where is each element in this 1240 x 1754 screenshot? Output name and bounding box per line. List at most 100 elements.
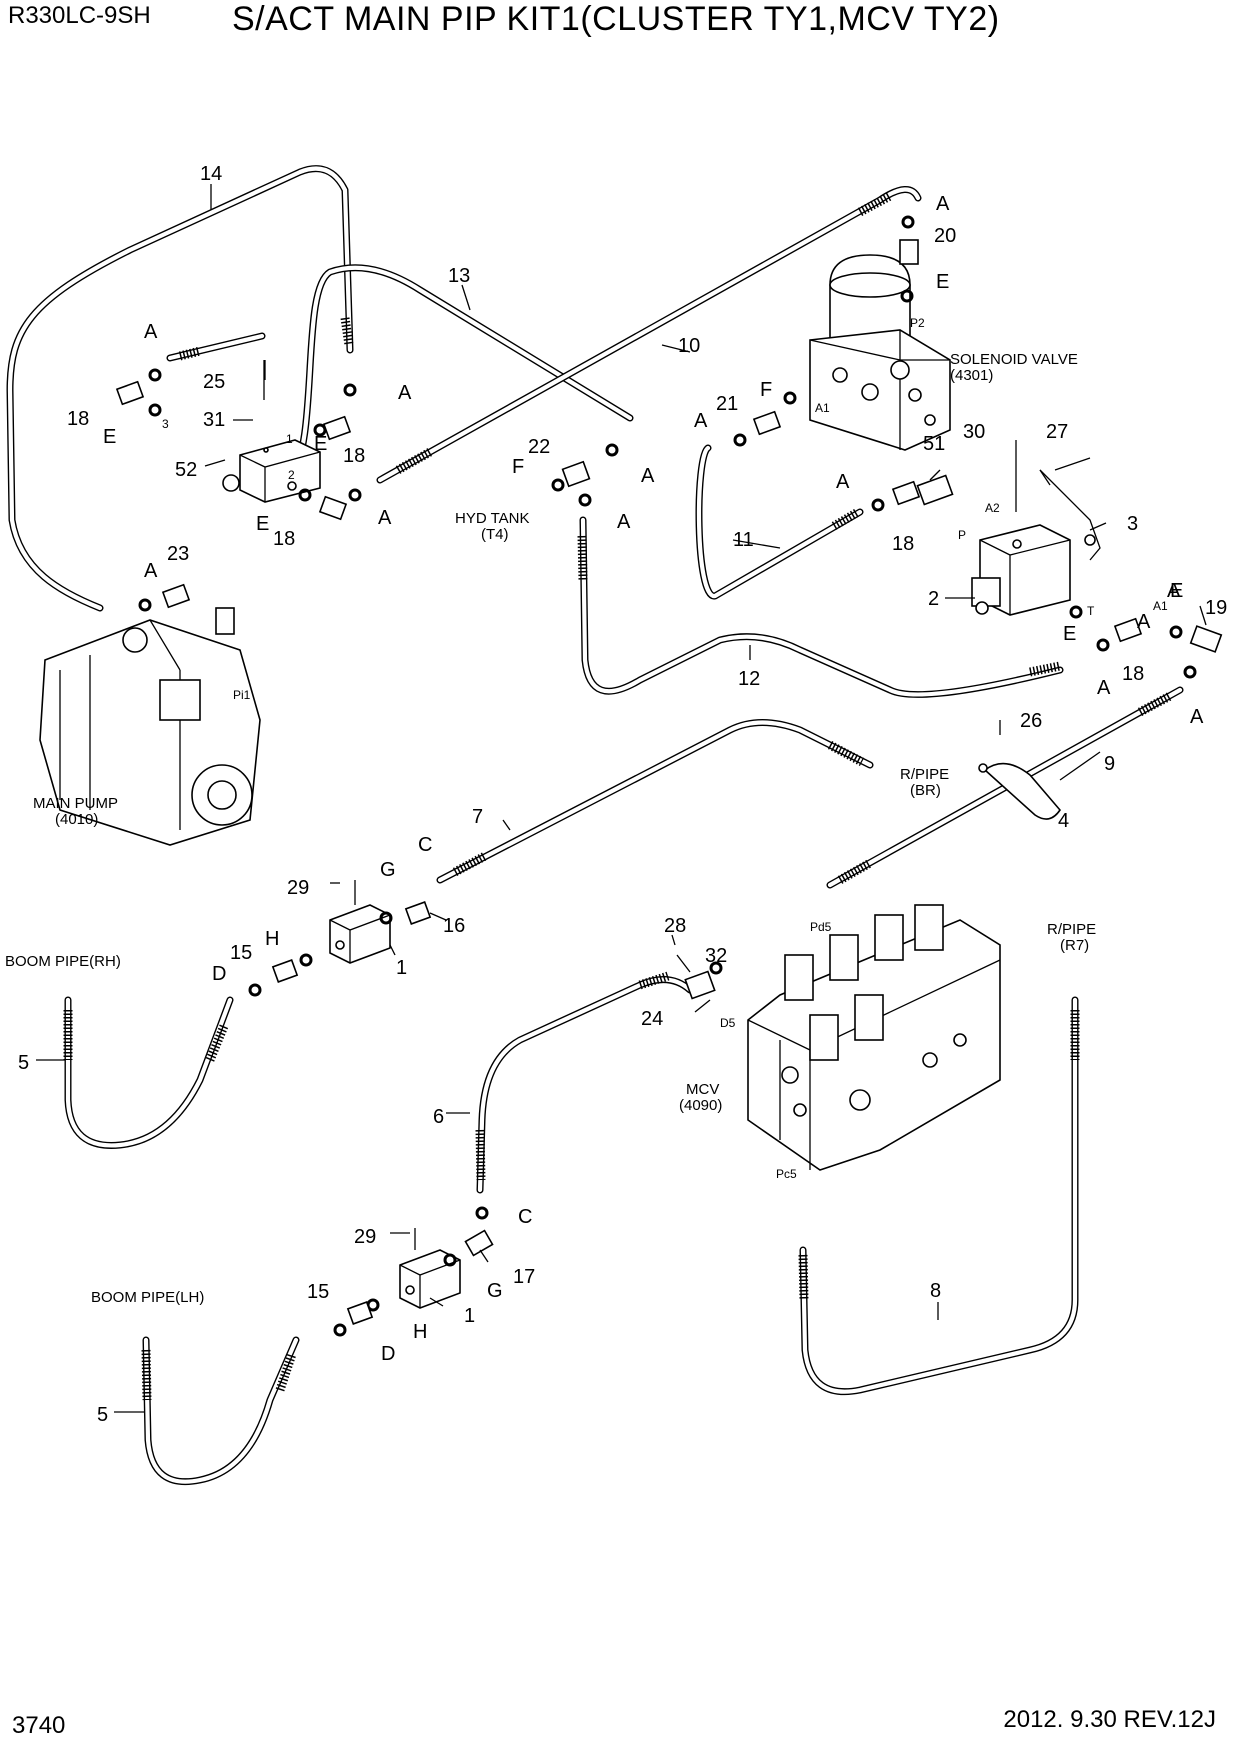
callout: 15 — [307, 1281, 329, 1303]
letter: E — [1063, 623, 1076, 645]
callout: 8 — [930, 1280, 941, 1302]
letter: D — [381, 1343, 395, 1365]
letter: F — [760, 379, 772, 401]
solenoid-valve — [809, 254, 951, 451]
block-1-upper — [329, 904, 391, 964]
pipe-11 — [695, 444, 864, 600]
callout-numbers: 14 13 10 20 21 22 25 31 52 18 18 18 18 1… — [18, 163, 1227, 1426]
callout: 27 — [1046, 421, 1068, 443]
letter: G — [380, 859, 396, 881]
port-labels: P2 A1 A2 P T A1 Pi1 Pd5 D5 Pc5 1 2 3 — [162, 316, 1168, 1181]
letter: F — [512, 456, 524, 478]
port-label: Pi1 — [233, 688, 251, 702]
hyd-tank-code: (T4) — [481, 526, 509, 543]
callout: 18 — [343, 445, 365, 467]
pipe-5-lh — [141, 1336, 300, 1486]
callout: 13 — [448, 265, 470, 287]
page-number: 3740 — [12, 1712, 66, 1739]
main-pump — [39, 619, 261, 846]
port-label: Pc5 — [776, 1167, 797, 1181]
letter: H — [413, 1321, 427, 1343]
letter: A — [1190, 706, 1204, 728]
diagram-title: S/ACT MAIN PIP KIT1(CLUSTER TY1,MCV TY2) — [232, 0, 1000, 38]
callout: 26 — [1020, 710, 1042, 732]
component-labels: SOLENOID VALVE (4301) HYD TANK (T4) MAIN… — [5, 351, 1096, 1306]
model-number: R330LC-9SH — [8, 2, 151, 29]
port-label: D5 — [720, 1016, 736, 1030]
letter: E — [936, 271, 949, 293]
port-label: Pd5 — [810, 920, 832, 934]
letter: A — [144, 560, 158, 582]
callout: 21 — [716, 393, 738, 415]
r-pipe-r7-code: (R7) — [1060, 937, 1089, 954]
solenoid-valve-code: (4301) — [950, 367, 993, 384]
callout: 31 — [203, 409, 225, 431]
letter: A — [836, 471, 850, 493]
callout: 2 — [928, 588, 939, 610]
callout: 10 — [678, 335, 700, 357]
callout: 29 — [354, 1226, 376, 1248]
port-label: T — [1087, 604, 1095, 618]
letter: E — [256, 513, 269, 535]
pipe-12 — [577, 516, 1064, 698]
port-label: A1 — [1153, 599, 1168, 613]
hyd-tank-label: HYD TANK — [455, 510, 529, 527]
letter: E — [103, 426, 116, 448]
letter: A — [641, 465, 655, 487]
solenoid-valve-label: SOLENOID VALVE — [950, 351, 1078, 368]
mcv — [747, 904, 1001, 1171]
callout: 22 — [528, 436, 550, 458]
callout: 5 — [97, 1404, 108, 1426]
callout: 52 — [175, 459, 197, 481]
callout: 18 — [273, 528, 295, 550]
letter: E — [314, 433, 327, 455]
port-label: 3 — [162, 417, 169, 431]
letter: A — [1167, 580, 1181, 602]
port-label: A1 — [815, 401, 830, 415]
callout: 18 — [892, 533, 914, 555]
callout: 28 — [664, 915, 686, 937]
letter: A — [1137, 611, 1151, 633]
callout: 30 — [963, 421, 985, 443]
callout: 6 — [433, 1106, 444, 1128]
callout: 15 — [230, 942, 252, 964]
callout: 25 — [203, 371, 225, 393]
r-pipe-br-code: (BR) — [910, 782, 941, 799]
letter: E — [1170, 580, 1183, 602]
callout: 18 — [1122, 663, 1144, 685]
callout: 17 — [513, 1266, 535, 1288]
block-52 — [222, 439, 321, 503]
port-label: A2 — [985, 501, 1000, 515]
pipe-13 — [286, 264, 634, 484]
letter: A — [694, 410, 708, 432]
fittings — [115, 215, 1223, 1337]
r-pipe-r7-label: R/PIPE — [1047, 921, 1096, 938]
pipe-16-group-hose-left — [166, 332, 266, 362]
letter: D — [212, 963, 226, 985]
callout: 7 — [472, 806, 483, 828]
callout: 16 — [443, 915, 465, 937]
letter: G — [487, 1280, 503, 1302]
callout: 14 — [200, 163, 222, 185]
callout: 51 — [923, 433, 945, 455]
callout: 18 — [67, 408, 89, 430]
pipe-10 — [376, 186, 922, 484]
pipe-8 — [798, 996, 1080, 1396]
port-label: P2 — [910, 316, 925, 330]
callout: 32 — [705, 945, 727, 967]
main-pump-label: MAIN PUMP — [33, 795, 118, 812]
mcv-code: (4090) — [679, 1097, 722, 1114]
callout: 9 — [1104, 753, 1115, 775]
main-pump-code: (4010) — [55, 811, 98, 828]
callout: 20 — [934, 225, 956, 247]
mcv-label: MCV — [686, 1081, 719, 1098]
letter: A — [144, 321, 158, 343]
callout: 12 — [738, 668, 760, 690]
letter: C — [518, 1206, 532, 1228]
solenoid-block-2 — [971, 469, 1101, 616]
callout: 5 — [18, 1052, 29, 1074]
pipe-7 — [436, 719, 874, 884]
callout: 24 — [641, 1008, 663, 1030]
pipe-14 — [6, 165, 354, 612]
